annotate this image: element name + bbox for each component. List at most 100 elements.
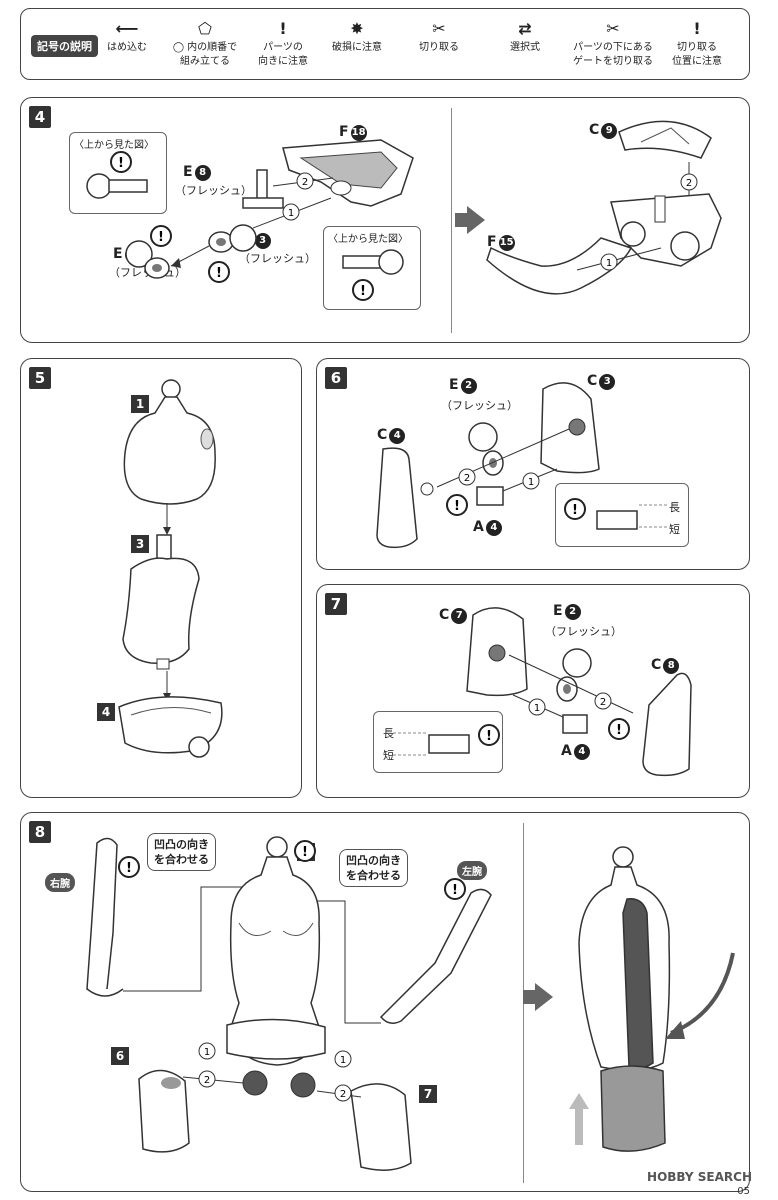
legend-item: ✂ パーツの下にある ゲートを切り取る <box>571 17 655 69</box>
svg-text:2: 2 <box>340 1089 346 1100</box>
legend-item: ! パーツの 向きに注意 <box>241 17 325 69</box>
step-5-illustration <box>118 379 223 758</box>
svg-text:1: 1 <box>528 477 534 488</box>
legend-item: ⟵ はめ込む <box>85 17 169 55</box>
left-arm-label: 左腕 <box>457 861 487 880</box>
brand-watermark: HOBBY SEARCH <box>647 1170 752 1184</box>
flash-label: （フレッシュ） <box>545 625 622 638</box>
top-view-callout: 〈上から見た図〉 <box>69 132 167 214</box>
svg-text:!: ! <box>360 284 366 299</box>
legend-item-label: ◯ 内の順番で 組み立てる <box>172 42 238 67</box>
svg-text:2: 2 <box>302 177 308 188</box>
gate-cut-icon: ✂ <box>606 19 620 38</box>
svg-text:!: ! <box>216 266 222 281</box>
part-number-badge: 7 <box>419 1085 437 1103</box>
break-warning-icon: ✸ <box>350 19 364 38</box>
svg-text:!: ! <box>158 230 164 245</box>
next-arrow-icon <box>455 206 485 234</box>
legend-item: ! 切り取る 位置に注意 <box>655 17 739 69</box>
svg-text:2: 2 <box>686 178 692 189</box>
legend-item-label: 切り取る 位置に注意 <box>672 42 722 67</box>
legend-item: ⬠ ◯ 内の順番で 組み立てる <box>163 17 247 69</box>
svg-text:1: 1 <box>534 703 540 714</box>
step-5-panel: 5 1 3 4 <box>20 358 302 798</box>
step-8-illustration: ! ! ! 2 1 2 1 <box>86 836 735 1171</box>
svg-text:!: ! <box>454 499 460 514</box>
page-number: 05 <box>737 1186 750 1197</box>
flash-label: （フレッシュ） <box>175 184 252 197</box>
arrow-left-icon: ⟵ <box>115 19 139 38</box>
step-8-panel: 8 右腕 左腕 凹凸の向き を合わせる 凹凸の向き を合わせる 5 6 7 ! … <box>20 812 750 1192</box>
step-6-illustration: 2 1 ! ! <box>376 382 667 549</box>
align-notch-note: 凹凸の向き を合わせる <box>339 849 408 887</box>
flash-label: （フレッシュ） <box>239 252 316 265</box>
legend-title: 記号の説明 <box>31 35 98 57</box>
panel-divider <box>451 108 452 333</box>
svg-text:1: 1 <box>288 208 294 219</box>
svg-text:!: ! <box>126 861 132 876</box>
long-label: 長 <box>669 501 680 514</box>
legend-item-label: 切り取る <box>419 42 459 53</box>
pentagon-number-icon: ⬠ <box>198 19 212 38</box>
svg-text:1: 1 <box>204 1047 210 1058</box>
svg-text:!: ! <box>616 723 622 738</box>
svg-text:1: 1 <box>340 1055 346 1066</box>
legend-box: 記号の説明 ⟵ はめ込む ⬠ ◯ 内の順番で 組み立てる! パーツの 向きに注意 ✸ 破損に… <box>20 8 750 80</box>
top-view-label: 〈上から見た図〉 <box>74 140 154 151</box>
svg-text:!: ! <box>452 883 458 898</box>
part-number-badge: 4 <box>97 703 115 721</box>
svg-text:2: 2 <box>600 697 606 708</box>
right-arm-label: 右腕 <box>45 873 75 892</box>
svg-text:2: 2 <box>464 473 470 484</box>
long-label: 長 <box>383 727 394 740</box>
legend-item-label: 破損に注意 <box>332 42 382 53</box>
svg-text:!: ! <box>572 503 578 518</box>
short-label: 短 <box>669 523 680 536</box>
part-number-badge: 6 <box>111 1047 129 1065</box>
choice-arrows-icon: ⇄ <box>518 19 532 38</box>
top-view-label: 〈上から見た図〉 <box>328 234 408 245</box>
legend-item: ✂ 切り取る <box>397 17 481 55</box>
cut-position-icon: ! <box>693 19 701 38</box>
align-notch-note: 凹凸の向き を合わせる <box>147 833 216 871</box>
step-number: 5 <box>29 367 51 389</box>
legend-item: ⇄ 選択式 <box>483 17 567 55</box>
warning-direction-icon: ! <box>279 19 287 38</box>
legend-item-label: パーツの 向きに注意 <box>258 42 308 67</box>
cut-icon: ✂ <box>432 19 446 38</box>
svg-text:!: ! <box>302 845 308 860</box>
step-number: 4 <box>29 106 51 128</box>
step-7-illustration: 2 1 ! ! <box>393 607 692 777</box>
svg-text:!: ! <box>486 729 492 744</box>
step-number: 8 <box>29 821 51 843</box>
legend-item-label: 選択式 <box>510 42 540 53</box>
next-arrow-icon <box>523 983 553 1011</box>
svg-text:!: ! <box>118 156 124 171</box>
legend-item: ✸ 破損に注意 <box>315 17 399 55</box>
legend-item-label: はめ込む <box>107 42 147 53</box>
flash-label: （フレッシュ） <box>441 399 518 412</box>
step-number: 6 <box>325 367 347 389</box>
legend-item-label: パーツの下にある ゲートを切り取る <box>573 42 653 67</box>
svg-text:2: 2 <box>204 1075 210 1086</box>
short-label: 短 <box>383 749 394 762</box>
part-number-badge: 3 <box>131 535 149 553</box>
step-4-illustration: ! ! 2 1 ! ! 2 <box>86 120 722 301</box>
svg-text:1: 1 <box>606 258 612 269</box>
part-number-badge: 1 <box>131 395 149 413</box>
